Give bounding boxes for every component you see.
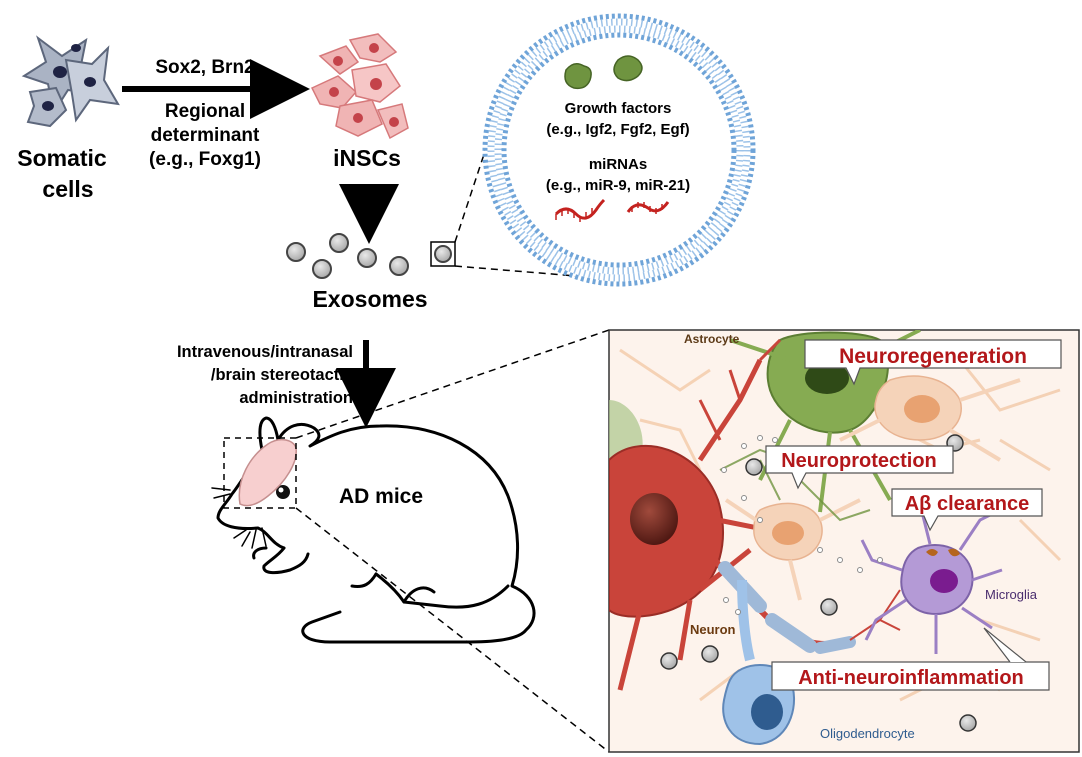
exosomes-label: Exosomes	[312, 286, 427, 312]
mirna-icon	[554, 198, 670, 222]
brain-zoom-box	[223, 437, 297, 509]
callout-abeta-clearance: Aβ clearance	[891, 488, 1043, 532]
somatic-cells-label-line1: Somatic	[17, 145, 107, 171]
factors-bottom-line2: determinant	[151, 125, 260, 146]
exosome-particle	[312, 259, 332, 279]
factors-top-label: Sox2, Brn2	[155, 57, 254, 78]
vesicle-dots	[721, 435, 883, 615]
zoom-line	[295, 507, 610, 753]
growth-factor-icon	[564, 55, 643, 90]
ad-mice-label: AD mice	[339, 485, 423, 508]
exosome-particle	[286, 242, 306, 262]
somatic-cells-label-line2: cells	[42, 176, 93, 202]
neuron-label: Neuron	[690, 622, 736, 637]
administration-line3: administration	[239, 389, 353, 407]
insc-label: iNSCs	[333, 145, 401, 171]
exosome-particle	[329, 233, 349, 253]
astrocyte-label: Astrocyte	[684, 332, 740, 346]
mouse-eye-highlight	[278, 487, 284, 493]
callout-neuroprotection: Neuroprotection	[765, 445, 954, 490]
exosome-zoom-box	[430, 241, 456, 267]
exosome-detail	[482, 13, 756, 287]
callout-anti-neuroinflammation: Anti-neuroinflammation	[771, 627, 1050, 691]
exosome-particle	[357, 248, 377, 268]
oligodendrocyte-label: Oligodendrocyte	[820, 726, 915, 741]
factors-bottom-line3: (e.g., Foxg1)	[149, 149, 261, 170]
growth-factors-examples: (e.g., Igf2, Fgf2, Egf)	[546, 121, 689, 138]
neuroregeneration-text: Neuroregeneration	[839, 345, 1027, 368]
callout-neuroregeneration: Neuroregeneration	[804, 339, 1062, 386]
mirnas-title: miRNAs	[589, 156, 647, 173]
protected-cell	[724, 498, 861, 601]
administration-line2: /brain stereotactic	[211, 366, 353, 384]
growth-factors-title: Growth factors	[565, 100, 672, 117]
anti-neuroinflammation-text: Anti-neuroinflammation	[798, 667, 1024, 689]
mouse-illustration	[211, 416, 536, 644]
mirnas-examples: (e.g., miR-9, miR-21)	[546, 177, 690, 194]
abeta-clearance-text: Aβ clearance	[905, 493, 1030, 515]
exosome-particle	[389, 256, 409, 276]
panel-exosome-particles	[660, 434, 977, 732]
exosome-particle	[434, 245, 452, 263]
exosome-particles	[286, 233, 456, 279]
insc-cells-icon	[310, 33, 409, 140]
factors-bottom-line1: Regional	[165, 101, 245, 122]
microglia-label: Microglia	[985, 587, 1038, 602]
administration-line1: Intravenous/intranasal	[177, 343, 353, 361]
neuroprotection-text: Neuroprotection	[781, 450, 937, 472]
somatic-cells-icon	[21, 35, 120, 128]
microglia-cell	[860, 503, 1003, 654]
